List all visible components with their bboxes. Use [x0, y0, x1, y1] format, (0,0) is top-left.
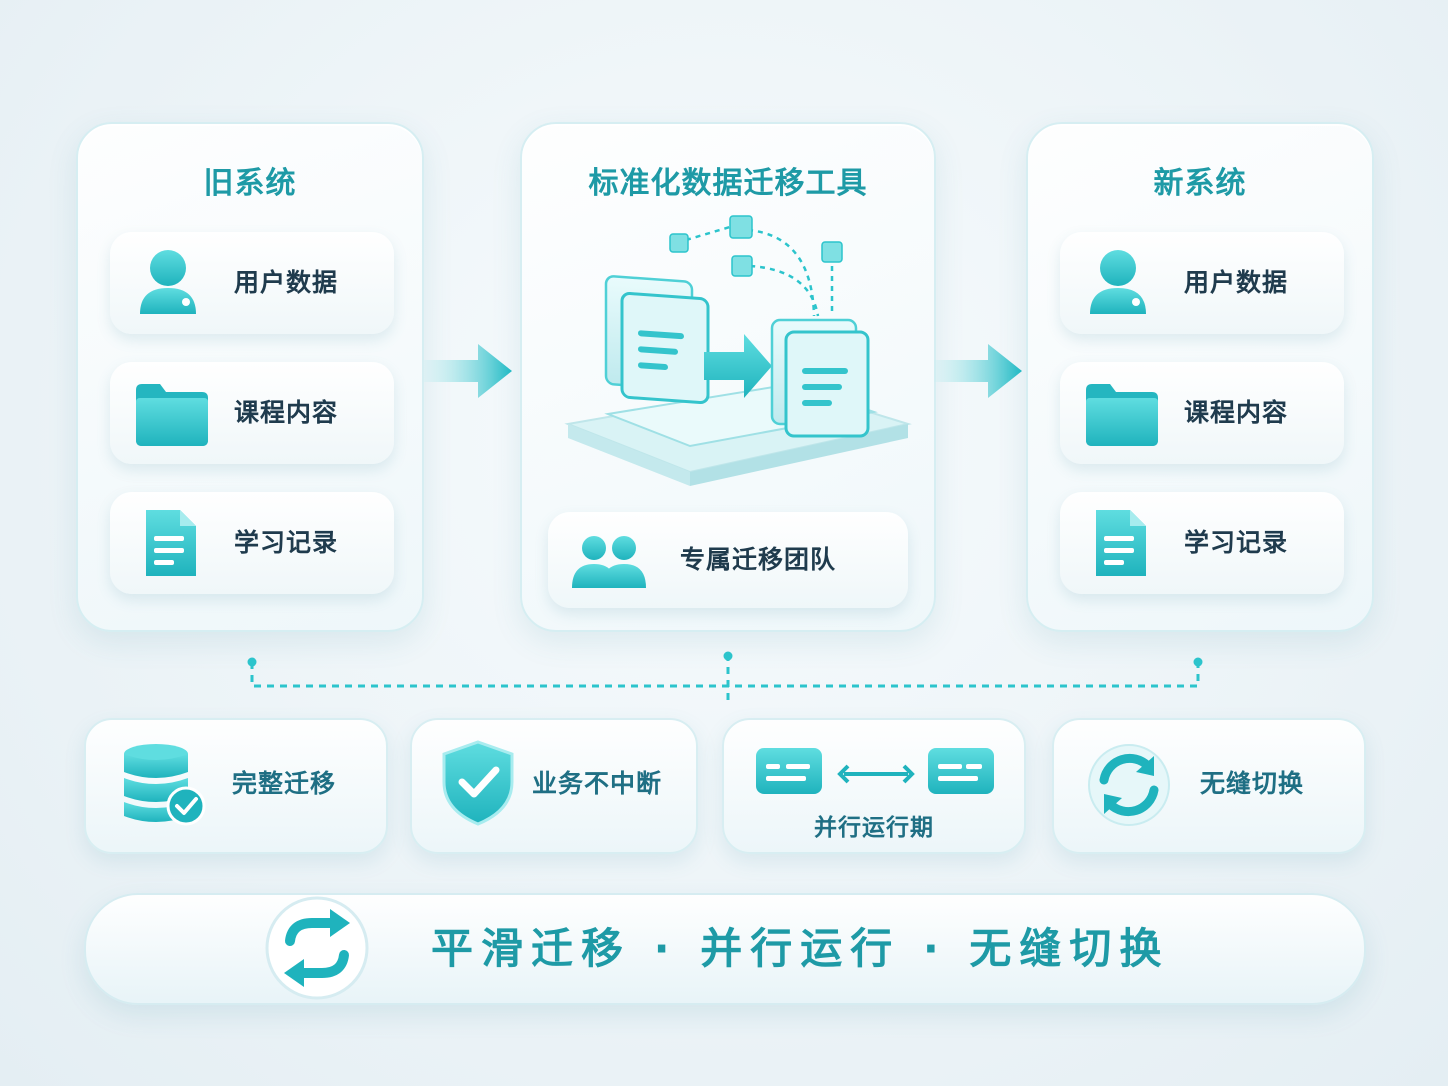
new-item-user-data-label: 用户数据	[1184, 268, 1289, 297]
feature-seamless-switch-label: 无缝切换	[1200, 769, 1305, 798]
user-icon	[1090, 250, 1146, 314]
shield-check-icon	[442, 740, 514, 826]
file-transfer-icon	[564, 215, 912, 486]
feature-seamless-switch[interactable]: 无缝切换	[1052, 718, 1366, 854]
new-item-course-content[interactable]: 课程内容	[1060, 362, 1344, 464]
summary-banner-text: 平滑迁移 · 并行运行 · 无缝切换	[431, 924, 1170, 973]
old-system-panel: 旧系统 用户数据 课程内容 学习记录	[76, 122, 424, 632]
new-item-user-data[interactable]: 用户数据	[1060, 232, 1344, 334]
old-item-learning-records-label: 学习记录	[234, 528, 339, 557]
new-item-learning-records-label: 学习记录	[1184, 528, 1289, 557]
feature-parallel-run[interactable]: 并行运行期	[722, 718, 1026, 854]
arrow-right-icon	[934, 344, 1022, 398]
swap-arrows-icon	[265, 896, 369, 1000]
parallel-servers-icon	[756, 748, 994, 794]
user-icon	[140, 250, 196, 314]
document-icon	[1096, 510, 1146, 576]
feature-business-continuity[interactable]: 业务不中断	[410, 718, 698, 854]
old-system-title: 旧系统	[203, 166, 297, 201]
old-item-course-content-label: 课程内容	[234, 398, 339, 427]
dedicated-team-label: 专属迁移团队	[680, 545, 837, 574]
database-check-icon	[124, 744, 206, 826]
migration-tool-title: 标准化数据迁移工具	[588, 166, 868, 201]
dashed-connector	[247, 651, 1203, 702]
feature-business-continuity-label: 业务不中断	[532, 769, 663, 798]
old-item-user-data-label: 用户数据	[234, 268, 339, 297]
summary-banner: 平滑迁移 · 并行运行 · 无缝切换	[84, 893, 1366, 1005]
feature-parallel-run-label: 并行运行期	[814, 815, 934, 841]
dedicated-team-card[interactable]: 专属迁移团队	[548, 512, 908, 608]
folder-icon	[136, 384, 208, 446]
migration-tool-panel: 标准化数据迁移工具	[520, 122, 936, 632]
new-system-title: 新系统	[1153, 166, 1247, 201]
old-item-learning-records[interactable]: 学习记录	[110, 492, 394, 594]
new-item-course-content-label: 课程内容	[1184, 398, 1289, 427]
feature-complete-migration-label: 完整迁移	[232, 769, 337, 798]
old-item-user-data[interactable]: 用户数据	[110, 232, 394, 334]
team-icon	[572, 536, 646, 588]
old-item-course-content[interactable]: 课程内容	[110, 362, 394, 464]
folder-icon	[1086, 384, 1158, 446]
arrow-right-icon	[424, 344, 512, 398]
new-item-learning-records[interactable]: 学习记录	[1060, 492, 1344, 594]
feature-complete-migration[interactable]: 完整迁移	[84, 718, 388, 854]
new-system-panel: 新系统 用户数据 课程内容 学习记录	[1026, 122, 1374, 632]
sync-icon	[1088, 744, 1170, 826]
document-icon	[146, 510, 196, 576]
